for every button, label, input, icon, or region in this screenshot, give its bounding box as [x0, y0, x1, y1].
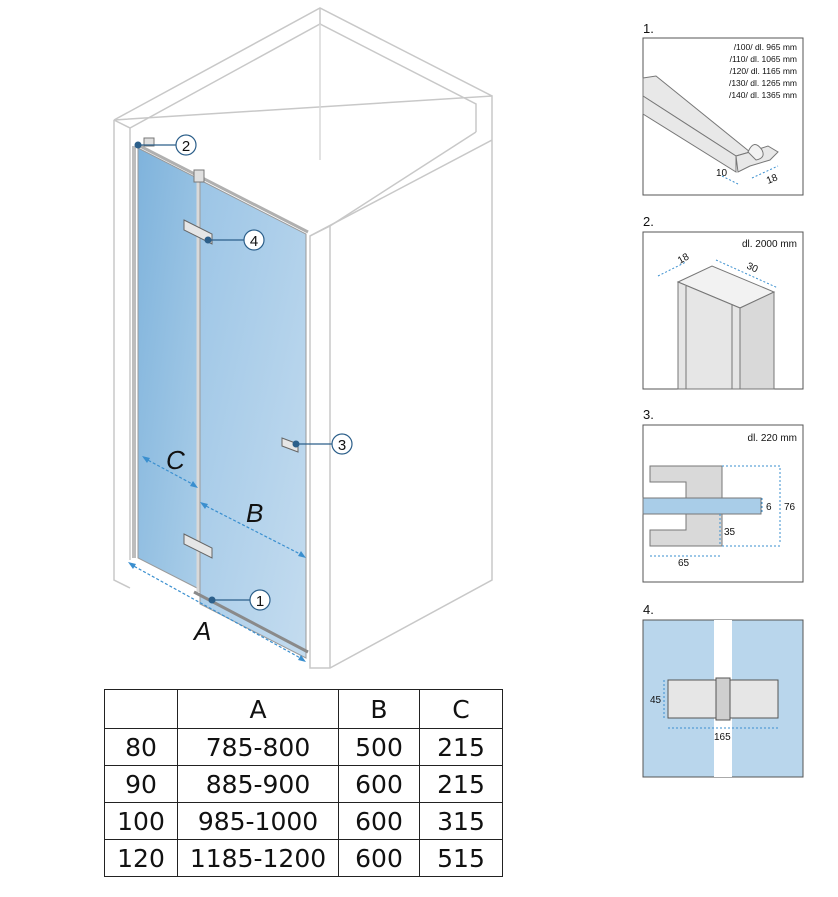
detail-1-dim-18: 18 — [765, 172, 780, 187]
table-cell: 215 — [419, 728, 503, 766]
dimension-letter-c: C — [166, 445, 185, 475]
detail-1-length-2: /110/ dl. 1065 mm — [730, 54, 797, 64]
detail-1-dim-10: 10 — [716, 168, 728, 179]
detail-3-length: dl. 220 mm — [748, 433, 797, 444]
callout-1-number: 1 — [256, 593, 264, 610]
table-cell: 1185-1200 — [177, 839, 339, 877]
detail-3-dim-65: 65 — [678, 558, 690, 569]
table-row: 120 1185-1200 600 515 — [104, 839, 503, 877]
table-row: 90 885-900 600 215 — [104, 765, 503, 803]
table-row: 80 785-800 500 215 — [104, 728, 503, 766]
table-cell: 985-1000 — [177, 802, 339, 840]
hinge-bottom — [183, 533, 213, 559]
door-handle — [281, 437, 299, 453]
callout-4-number: 4 — [250, 233, 258, 250]
detail-2-panel: dl. 2000 mm 18 30 — [642, 231, 804, 390]
detail-3-dim-6: 6 — [766, 502, 772, 513]
detail-2-dim-18: 18 — [676, 251, 692, 266]
detail-1-panel: /100/ dl. 965 mm /110/ dl. 1065 mm /120/… — [642, 37, 804, 196]
dimension-letter-b: B — [246, 498, 263, 528]
table-cell: 785-800 — [177, 728, 339, 766]
door-handle-section — [642, 465, 762, 547]
table-cell: 515 — [419, 839, 503, 877]
table-cell: 600 — [338, 802, 420, 840]
table-cell: 80 — [104, 728, 178, 766]
detail-1-length-5: /140/ dl. 1365 mm — [729, 90, 797, 100]
table-header-cell: B — [338, 689, 420, 729]
detail-1-length-1: /100/ dl. 965 mm — [734, 42, 797, 52]
detail-4-dim-45: 45 — [650, 695, 662, 706]
table-cell: 215 — [419, 765, 503, 803]
callout-2-number: 2 — [182, 138, 190, 155]
bottom-seal-profile — [642, 75, 779, 173]
table-header-cell: A — [177, 689, 339, 729]
detail-4-number: 4. — [643, 602, 654, 617]
glass-hinge — [667, 677, 779, 721]
wall-enclosure — [113, 7, 493, 669]
detail-4-dim-165: 165 — [714, 732, 731, 743]
callout-1: 1 — [208, 589, 271, 611]
dimension-arrowheads — [128, 456, 306, 662]
table-cell: 90 — [104, 765, 178, 803]
detail-1-number: 1. — [643, 21, 654, 36]
table-header-row: A B C — [104, 689, 503, 729]
detail-2-dim-30: 30 — [745, 261, 760, 276]
detail-1-length-4: /130/ dl. 1265 mm — [729, 78, 797, 88]
detail-2-number: 2. — [643, 214, 654, 229]
callout-2: 2 — [134, 134, 197, 156]
wall-profile — [676, 265, 776, 390]
table-cell: 120 — [104, 839, 178, 877]
table-row: 100 985-1000 600 315 — [104, 802, 503, 840]
callout-3: 3 — [292, 433, 353, 455]
table-cell: 885-900 — [177, 765, 339, 803]
table-cell: 100 — [104, 802, 178, 840]
door-panels — [132, 142, 309, 659]
callout-3-number: 3 — [338, 437, 346, 454]
table-cell: 315 — [419, 802, 503, 840]
table-header-cell: C — [419, 689, 503, 729]
detail-4-panel: 45 165 — [642, 619, 804, 778]
dimension-lines — [129, 457, 305, 661]
detail-3-dim-35: 35 — [724, 527, 736, 538]
dimension-table: A B C 80 785-800 500 215 90 885-900 600 … — [104, 689, 503, 877]
table-cell: 600 — [338, 839, 420, 877]
hinge-top — [183, 219, 213, 245]
detail-2-length: dl. 2000 mm — [742, 239, 797, 250]
detail-3-number: 3. — [643, 407, 654, 422]
dimension-letter-a: A — [192, 616, 211, 646]
detail-1-length-3: /120/ dl. 1165 mm — [730, 66, 797, 76]
top-bracket — [143, 137, 205, 183]
detail-3-panel: dl. 220 mm 6 76 35 65 — [642, 424, 804, 583]
callout-4: 4 — [204, 229, 265, 251]
table-cell: 600 — [338, 765, 420, 803]
detail-3-dim-76: 76 — [784, 502, 796, 513]
table-cell: 500 — [338, 728, 420, 766]
table-header-cell — [104, 689, 178, 729]
